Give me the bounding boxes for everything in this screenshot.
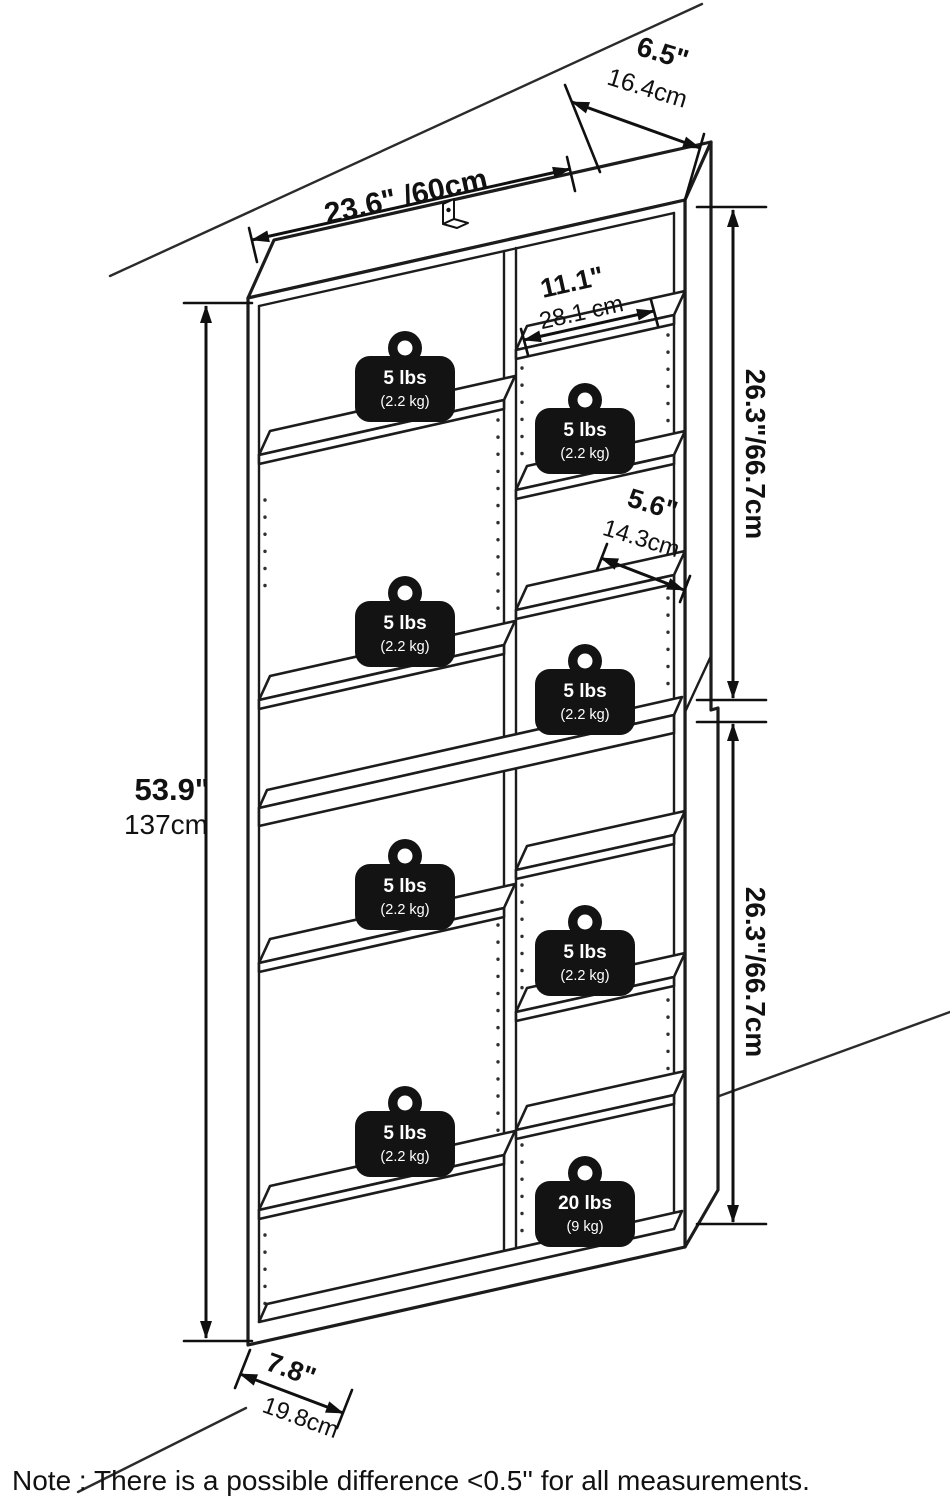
shelf-unit — [246, 140, 720, 1347]
dimension-height: 53.9" 137cm — [124, 301, 254, 1343]
wall-line — [108, 2, 704, 278]
floor-line-left — [76, 1406, 248, 1494]
dimension-inner-width: 11.1" 28.1 cm — [519, 261, 660, 357]
floor-line-right — [698, 1010, 950, 1105]
weight-icon: 5 lbs (2.2 kg) — [535, 644, 635, 735]
top-depth-inch-label: 6.5" — [633, 30, 692, 75]
weight-value-label: 5 lbs — [383, 876, 426, 897]
height-inch-label: 53.9" — [134, 772, 209, 807]
base-depth-cm-label: 19.8cm — [259, 1392, 342, 1444]
weight-icon: 5 lbs (2.2 kg) — [535, 905, 635, 996]
weight-kg-label: (2.2 kg) — [380, 902, 429, 918]
weight-value-label: 20 lbs — [558, 1193, 612, 1214]
weight-kg-label: (9 kg) — [566, 1219, 603, 1235]
weight-kg-label: (2.2 kg) — [560, 968, 609, 984]
weight-icon: 5 lbs (2.2 kg) — [355, 1086, 455, 1177]
shelf — [514, 809, 687, 881]
weight-icon: 5 lbs (2.2 kg) — [535, 383, 635, 474]
weight-value-label: 5 lbs — [563, 420, 606, 441]
weight-icon: 20 lbs (9 kg) — [535, 1156, 635, 1247]
shelf — [514, 1069, 687, 1141]
weight-kg-label: (2.2 kg) — [380, 1149, 429, 1165]
note-text: Note : There is a possible difference <0… — [12, 1465, 810, 1496]
side-panel — [683, 140, 720, 1249]
weight-kg-label: (2.2 kg) — [560, 446, 609, 462]
dimension-section-lower: 26.3"/66.7cm — [695, 720, 771, 1226]
side-step-line — [683, 654, 713, 714]
weight-icon: 5 lbs (2.2 kg) — [355, 576, 455, 667]
weight-kg-label: (2.2 kg) — [380, 639, 429, 655]
background-lines — [76, 2, 950, 1494]
weight-kg-label: (2.2 kg) — [380, 394, 429, 410]
section-lower-label: 26.3"/66.7cm — [740, 887, 771, 1058]
weight-value-label: 5 lbs — [563, 681, 606, 702]
weight-value-label: 5 lbs — [383, 368, 426, 389]
weight-value-label: 5 lbs — [383, 1123, 426, 1144]
weight-icon: 5 lbs (2.2 kg) — [355, 839, 455, 930]
shelf-pin-holes — [263, 333, 670, 1307]
height-cm-label: 137cm — [124, 809, 208, 840]
dimension-base-depth: 7.8" 19.8cm — [233, 1347, 354, 1444]
section-upper-label: 26.3"/66.7cm — [740, 369, 771, 540]
weight-icon: 5 lbs (2.2 kg) — [355, 331, 455, 422]
weight-value-label: 5 lbs — [383, 613, 426, 634]
dimension-section-upper: 26.3"/66.7cm — [695, 205, 771, 702]
weight-kg-label: (2.2 kg) — [560, 707, 609, 723]
weight-value-label: 5 lbs — [563, 942, 606, 963]
